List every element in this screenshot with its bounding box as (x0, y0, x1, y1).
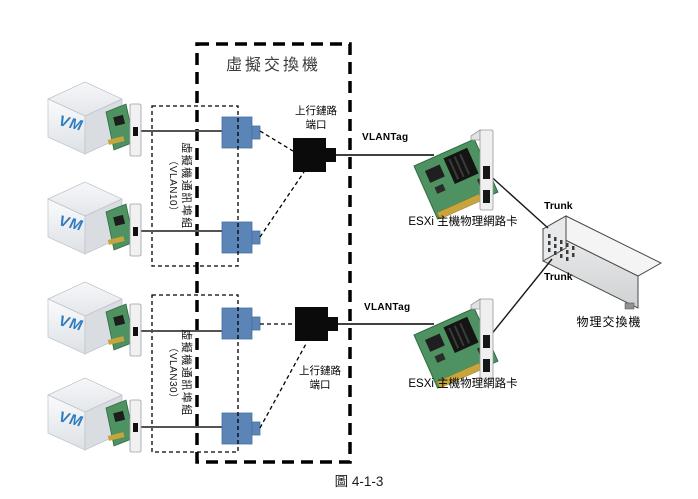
port-group-vlan: （VLAN10） (167, 155, 179, 217)
virtual-port-3 (221, 307, 261, 340)
vm-1 (47, 81, 142, 157)
port-group-box-vlan10 (151, 105, 239, 267)
trunk-links (485, 171, 553, 342)
uplink-label-line2: 端口 (305, 118, 327, 131)
uplink-port-1 (293, 138, 336, 172)
port-group-name: 虛擬機通訊埠組 (180, 142, 192, 230)
esxi-nic-label-1: ESXi 主機物理網路卡 (408, 216, 518, 228)
virtual-switch-title: 虛擬交換機 (225, 57, 321, 74)
esxi-nic-1 (413, 129, 499, 221)
figure-caption: 圖 4-1-3 (334, 474, 384, 489)
uplink-port-2 (295, 307, 338, 341)
uplink-label-line1: 上行鏈路 (299, 365, 341, 377)
virtual-switch-box (195, 42, 352, 464)
trunk-label-1: Trunk (544, 200, 573, 212)
port-group-vlan: （VLAN30） (167, 342, 179, 404)
esxi-nic-label-2: ESXi 主機物理網路卡 (408, 378, 518, 390)
port-group-box-vlan30 (151, 294, 239, 453)
vm-2 (47, 181, 142, 257)
virtual-port-2 (221, 221, 261, 254)
port-group-label-vlan10: 虛擬機通訊埠組 （VLAN10） (162, 101, 192, 271)
port-uplink-links (259, 130, 308, 429)
virtual-port-1 (221, 116, 261, 149)
vlan-tag-label-1: VLANTag (362, 132, 409, 143)
virtual-port-4 (221, 412, 261, 445)
vlan-tag-links (336, 154, 434, 325)
vlan-tag-label-2: VLANTag (364, 302, 411, 313)
vm-3 (47, 281, 142, 357)
physical-switch (541, 215, 663, 310)
vm-4 (47, 377, 142, 453)
uplink-label-line1: 上行鏈路 (295, 105, 337, 117)
uplink-label-line2: 端口 (309, 378, 331, 391)
port-group-name: 虛擬機通訊埠組 (180, 329, 192, 417)
trunk-label-2: Trunk (544, 271, 573, 283)
switch-ports (548, 234, 575, 261)
port-group-label-vlan30: 虛擬機通訊埠組 （VLAN30） (162, 288, 192, 458)
physical-switch-label: 物理交換機 (576, 315, 642, 329)
uplink-port-label-2: 上行鏈路 端口 (289, 365, 351, 392)
uplink-port-label-1: 上行鏈路 端口 (285, 105, 347, 132)
vm-port-links (138, 130, 222, 428)
